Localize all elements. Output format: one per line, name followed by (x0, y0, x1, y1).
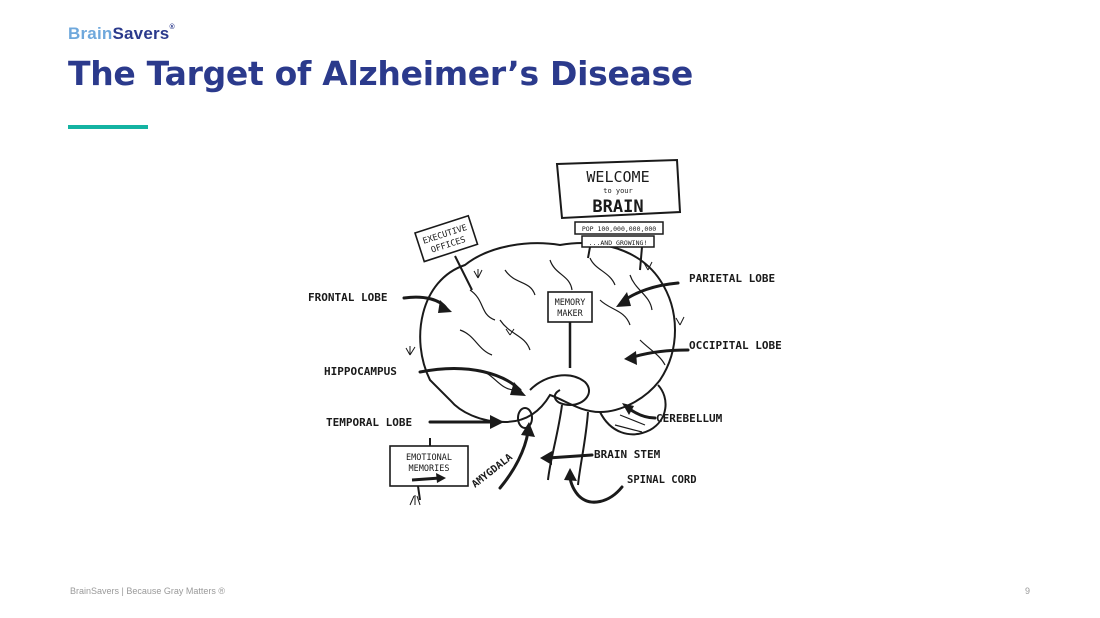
memory-maker-line2: MAKER (557, 309, 583, 319)
welcome-sign-pop: POP 100,000,000,000 (582, 225, 656, 233)
footer-text: BrainSavers | Because Gray Matters ® (70, 586, 226, 596)
label-hippocampus: HIPPOCAMPUS (324, 365, 397, 378)
label-brain-stem: BRAIN STEM (594, 448, 661, 461)
label-spinal-cord: SPINAL CORD (627, 474, 697, 486)
welcome-sign-line3: BRAIN (592, 197, 643, 217)
welcome-sign: WELCOME to your BRAIN POP 100,000,000,00… (555, 158, 682, 271)
welcome-sign-line2: to your (603, 187, 633, 195)
executive-offices-sign: EXECUTIVE OFFICES (413, 214, 479, 291)
arrow-brainstem (546, 453, 594, 460)
cerebrum-outline (419, 242, 676, 424)
emotional-memories-line1: EMOTIONAL (406, 453, 452, 463)
label-parietal-lobe: PARIETAL LOBE (689, 272, 775, 285)
title-accent-bar (68, 125, 148, 129)
arrow-amygdala (498, 430, 530, 490)
doodle-sprigs (405, 261, 685, 506)
logo-text-brain: Brain (68, 24, 113, 43)
logo-text-savers: Savers (112, 24, 170, 43)
brainsavers-logo: BrainSavers® (68, 24, 175, 44)
label-amygdala: AMYGDALA (470, 452, 515, 490)
brain-diagram: WELCOME to your BRAIN POP 100,000,000,00… (308, 158, 782, 506)
page-number: 9 (1025, 586, 1031, 596)
emotional-memories-line2: MEMORIES (409, 464, 450, 474)
cerebellum-outline (599, 384, 667, 436)
page-title: The Target of Alzheimer’s Disease (68, 54, 693, 93)
arrow-heads (438, 292, 637, 481)
emotional-memories-sign: EMOTIONAL MEMORIES (389, 438, 469, 501)
logo-registered-mark: ® (169, 24, 175, 31)
label-frontal-lobe: FRONTAL LOBE (308, 291, 387, 304)
hippocampus-coil (517, 374, 590, 429)
brainstem-outline (547, 404, 589, 486)
label-temporal-lobe: TEMPORAL LOBE (326, 416, 412, 429)
label-cerebellum: CEREBELLUM (656, 412, 723, 425)
memory-maker-sign: MEMORY MAKER (547, 291, 593, 368)
welcome-sign-growing: ...AND GROWING! (589, 239, 648, 247)
welcome-sign-line1: WELCOME (586, 168, 649, 186)
label-occipital-lobe: OCCIPITAL LOBE (689, 339, 782, 352)
memory-maker-line1: MEMORY (555, 298, 586, 308)
